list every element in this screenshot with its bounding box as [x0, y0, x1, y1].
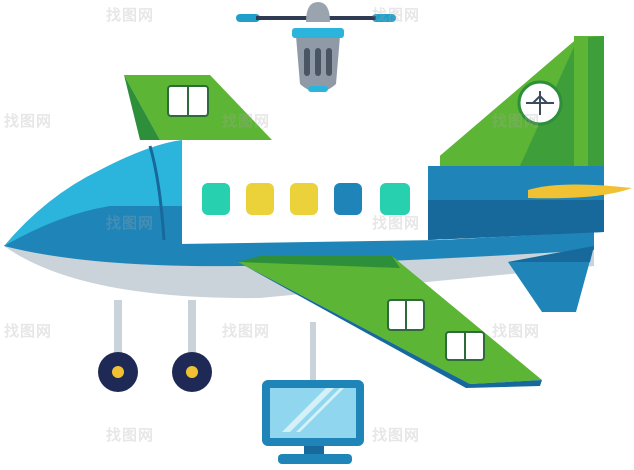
drone-collar — [292, 28, 344, 38]
tail-cone — [528, 184, 632, 199]
monitor-icon — [262, 322, 364, 464]
drone-light — [308, 86, 328, 92]
window-1 — [202, 183, 230, 215]
drone-rotor-left — [236, 14, 260, 22]
main-wing — [238, 256, 542, 388]
drone-icon — [236, 2, 396, 92]
window-4 — [334, 183, 362, 215]
drone-dome — [306, 2, 330, 22]
stabilizer — [508, 246, 594, 312]
window-3 — [290, 183, 318, 215]
monitor-screen — [270, 388, 356, 438]
window-5 — [380, 183, 410, 215]
window-2 — [246, 183, 274, 215]
tail-fin — [428, 36, 604, 166]
monitor-stand — [278, 454, 352, 464]
landing-gear — [98, 300, 212, 392]
upper-wing — [124, 75, 272, 140]
drone-rotor-right — [372, 14, 396, 22]
